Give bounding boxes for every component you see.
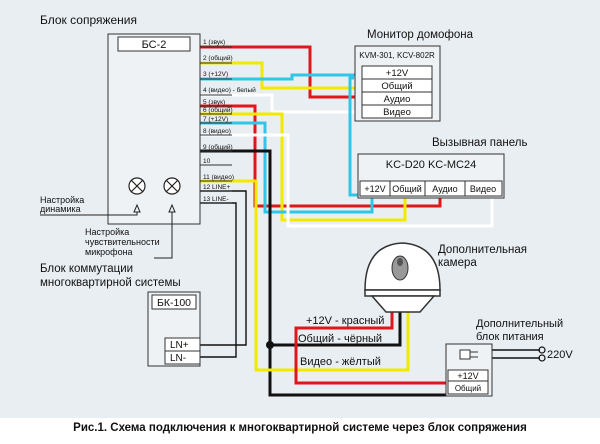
wire-pin4-white	[200, 93, 362, 114]
monitor-pin: Аудио	[384, 94, 411, 105]
junction-dot	[266, 341, 274, 349]
monitor-pin: Видео	[383, 107, 411, 118]
bk100-pin: LN+	[170, 340, 189, 351]
call-panel-pin: Видео	[470, 184, 496, 194]
mic-adjust-label: чувствительности	[85, 237, 160, 247]
figure-caption: Рис.1. Схема подключения к многоквартирн…	[73, 422, 527, 434]
extra-camera-label: камера	[438, 257, 477, 269]
bs2-pin: 6 (общий)	[203, 106, 233, 114]
call-panel-pin: Аудио	[432, 184, 457, 194]
wire-yellow-label: Видео - жёлтый	[300, 356, 381, 368]
call-panel-label: Вызывная панель	[432, 137, 527, 149]
mic-leader	[154, 212, 173, 259]
monitor-label: Монитор домофона	[367, 29, 474, 41]
extra-camera-label: Дополнительная	[438, 244, 527, 256]
diagram-svg: БС-2 1 (звук) 2 (общий) 3 (+12V) 4 (виде…	[40, 13, 573, 397]
bk100-title-box	[151, 294, 197, 310]
bs2-pin: 10	[203, 158, 211, 165]
extra-psu-label: блок питания	[476, 331, 544, 343]
bs2-title-box	[117, 36, 191, 52]
camera-icon	[364, 242, 441, 313]
speaker-leader	[40, 212, 138, 216]
bs2-pin: 8 (видео)	[203, 128, 231, 135]
extra-psu-label: Дополнительный	[476, 318, 563, 330]
mains-label: 220V	[547, 349, 573, 361]
wire-pin11-yellow	[200, 179, 410, 372]
psu-terminals	[447, 369, 489, 395]
bs2-pin: 13 LINE-	[203, 196, 229, 203]
mains-terminal-1	[538, 346, 546, 354]
wire-pin6-yellow	[200, 112, 407, 222]
wire-black-label: Общий - чёрный	[298, 333, 382, 345]
bk100-pin: LN-	[170, 353, 186, 364]
bs2-pin: 7 (+12V)	[203, 116, 228, 123]
commutation-label: многоквартирной системы	[40, 277, 181, 289]
monitor-pin: Общий	[381, 81, 412, 92]
wire-pin3-cyan	[200, 73, 362, 81]
bk100-title: БК-100	[157, 297, 191, 309]
wire-line-minus	[200, 202, 237, 358]
bs2-pin: 11 (видео)	[203, 174, 234, 181]
caption-band	[0, 418, 600, 444]
mic-adjust-icon	[163, 177, 181, 195]
monitor-model: KVM-301, KCV-802R	[359, 51, 435, 60]
bs2-pin: 5 (звук)	[203, 99, 225, 106]
mic-adjust-label: Настройка	[85, 227, 129, 237]
wire-red-label: +12V - красный	[306, 315, 384, 327]
wire-line-plus	[200, 190, 247, 346]
wire-black-camera	[270, 312, 402, 347]
mic-adjust-label: микрофона	[85, 247, 133, 257]
speaker-adjust-label: динамика	[40, 204, 81, 214]
mains-terminal-2	[538, 354, 546, 362]
bs2-pin: 3 (+12V)	[203, 71, 228, 78]
speaker-adjust-icon	[128, 177, 146, 195]
bs2-pin: 1 (звук)	[203, 39, 225, 46]
bs2-pin: 2 (общий)	[203, 54, 233, 62]
psu-plug-icon	[459, 349, 478, 360]
call-panel-model: KC-D20 KC-MC24	[386, 159, 476, 171]
wire-pin1-red	[200, 45, 362, 99]
bs2-pin: 12 LINE+	[203, 184, 230, 191]
wire-pin9-black	[200, 149, 450, 397]
commutation-label: Блок коммутации	[40, 263, 133, 275]
bs2-pin: 9 (общий)	[203, 143, 233, 151]
psu-pin: +12V	[457, 371, 478, 381]
psu-pin: Общий	[455, 384, 481, 393]
wire-red-camera-psu	[294, 312, 450, 385]
wire-pin7-cyan	[200, 121, 374, 214]
call-panel-pin: Общий	[392, 184, 422, 194]
wire-pin8-white	[200, 133, 494, 228]
call-panel-terminals	[359, 180, 503, 197]
bs2-title: БС-2	[142, 39, 167, 51]
call-panel-pin: +12V	[364, 184, 385, 194]
speaker-adjust-label: Настройка	[40, 195, 84, 205]
bs2-box	[107, 33, 201, 225]
interface-block-label: Блок сопряжения	[40, 13, 137, 27]
monitor-pin: +12V	[386, 68, 409, 79]
bs2-pin: 4 (видео) - белый	[203, 86, 256, 94]
